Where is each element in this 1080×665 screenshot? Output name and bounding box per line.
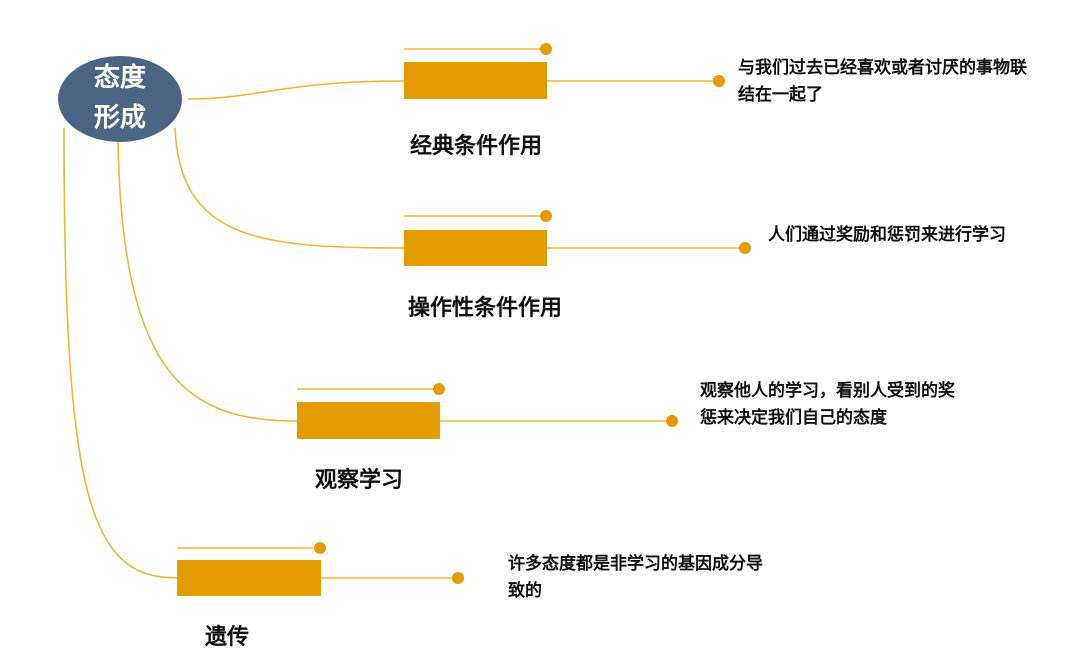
dot-1b — [713, 75, 725, 87]
branch-bar-2 — [404, 230, 547, 266]
dot-3a — [433, 383, 445, 395]
branch-desc-3: 观察他人的学习，看别人受到的奖惩来决定我们自己的态度 — [700, 381, 955, 428]
dot-2b — [739, 242, 751, 254]
dot-1a — [540, 43, 552, 55]
branch-desc-1: 与我们过去已经喜欢或者讨厌的事物联结在一起了 — [738, 58, 1027, 105]
branch-desc-2: 人们通过奖励和惩罚来进行学习 — [768, 225, 1006, 245]
connector-3 — [117, 139, 298, 422]
branch-label-2: 操作性条件作用 — [408, 296, 563, 321]
root-node — [58, 56, 182, 142]
dot-2a — [540, 210, 552, 222]
branch-label-4: 遗传 — [205, 625, 250, 650]
branch-bar-3 — [297, 402, 440, 439]
dot-4a — [314, 542, 326, 554]
root-line-1: 态度 — [93, 63, 146, 93]
dot-3b — [666, 415, 678, 427]
connector-1 — [187, 80, 405, 100]
branch-bar-4 — [177, 560, 321, 596]
branch-bar-1 — [404, 62, 547, 99]
branch-desc-4: 许多态度都是非学习的基因成分导致的 — [508, 554, 763, 601]
branch-label-1: 经典条件作用 — [410, 134, 543, 159]
connector-2 — [174, 127, 405, 249]
connector-4 — [63, 127, 178, 579]
dot-4b — [452, 572, 464, 584]
root-line-2: 形成 — [93, 103, 146, 133]
root-label: 态度 形成 — [58, 58, 182, 138]
branch-label-3: 观察学习 — [315, 468, 404, 493]
